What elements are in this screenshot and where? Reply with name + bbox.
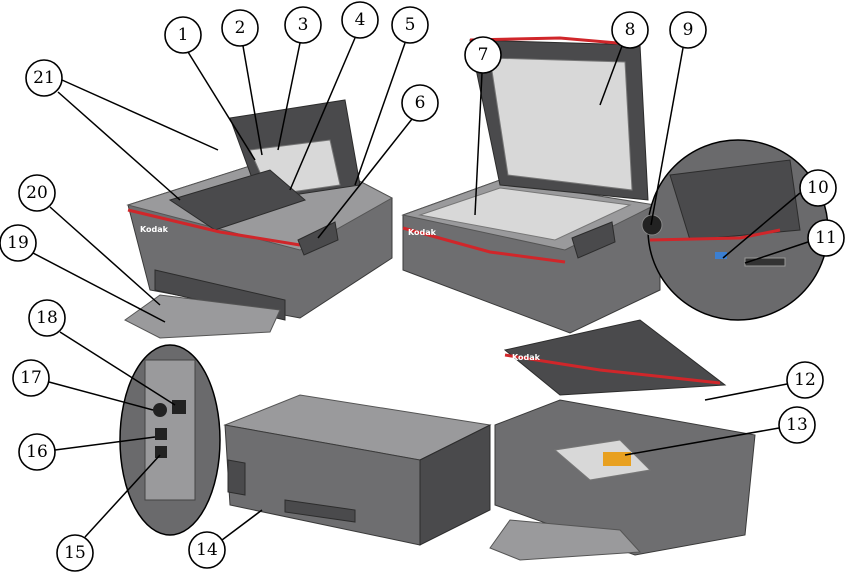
callout-3: 3 (284, 6, 322, 44)
brand-logo: Kodak (140, 225, 169, 234)
ports-zoom-oval (119, 344, 221, 536)
svg-text:5: 5 (405, 15, 416, 35)
svg-text:7: 7 (478, 45, 489, 65)
callout-14: 14 (188, 531, 226, 569)
svg-text:14: 14 (196, 540, 218, 560)
brand-logo-3: Kodak (512, 353, 541, 362)
svg-text:9: 9 (683, 20, 694, 40)
callout-6: 6 (401, 84, 439, 122)
callout-13: 13 (778, 406, 816, 444)
callout-10: 10 (799, 169, 837, 207)
svg-text:12: 12 (794, 370, 816, 390)
printer-lid-open-view: Kodak (401, 36, 661, 334)
callout-5: 5 (391, 6, 429, 44)
brand-logo-2: Kodak (408, 228, 437, 237)
callout-20: 20 (18, 174, 56, 212)
svg-text:15: 15 (64, 543, 86, 563)
leader-lines (32, 37, 809, 541)
svg-text:6: 6 (415, 93, 426, 113)
callout-16: 16 (18, 433, 56, 471)
callout-19: 19 (0, 224, 37, 262)
svg-text:18: 18 (36, 308, 58, 328)
svg-text:20: 20 (26, 183, 48, 203)
svg-text:4: 4 (355, 10, 366, 30)
callout-4: 4 (341, 1, 379, 39)
callout-11: 11 (807, 219, 845, 257)
callout-21: 21 (25, 59, 63, 97)
printer-back-view (223, 394, 492, 546)
svg-text:3: 3 (298, 15, 309, 35)
svg-text:8: 8 (625, 20, 636, 40)
svg-text:10: 10 (807, 178, 829, 198)
callout-18: 18 (28, 299, 66, 337)
svg-text:19: 19 (7, 233, 29, 253)
svg-text:1: 1 (178, 25, 189, 45)
svg-text:11: 11 (815, 228, 837, 248)
svg-text:17: 17 (20, 368, 42, 388)
callout-15: 15 (56, 534, 94, 572)
svg-text:13: 13 (786, 415, 808, 435)
printer-access-open-view: Kodak (489, 319, 756, 561)
control-panel-zoom-circle (641, 139, 829, 321)
callout-2: 2 (221, 9, 259, 47)
svg-text:21: 21 (33, 68, 55, 88)
callout-17: 17 (12, 359, 50, 397)
callout-8: 8 (611, 11, 649, 49)
callout-7: 7 (464, 36, 502, 74)
callout-9: 9 (669, 11, 707, 49)
svg-text:16: 16 (26, 442, 48, 462)
svg-text:2: 2 (235, 18, 246, 38)
callout-1: 1 (164, 16, 202, 54)
callout-12: 12 (786, 361, 824, 399)
printer-front-view: Kodak (124, 99, 394, 339)
